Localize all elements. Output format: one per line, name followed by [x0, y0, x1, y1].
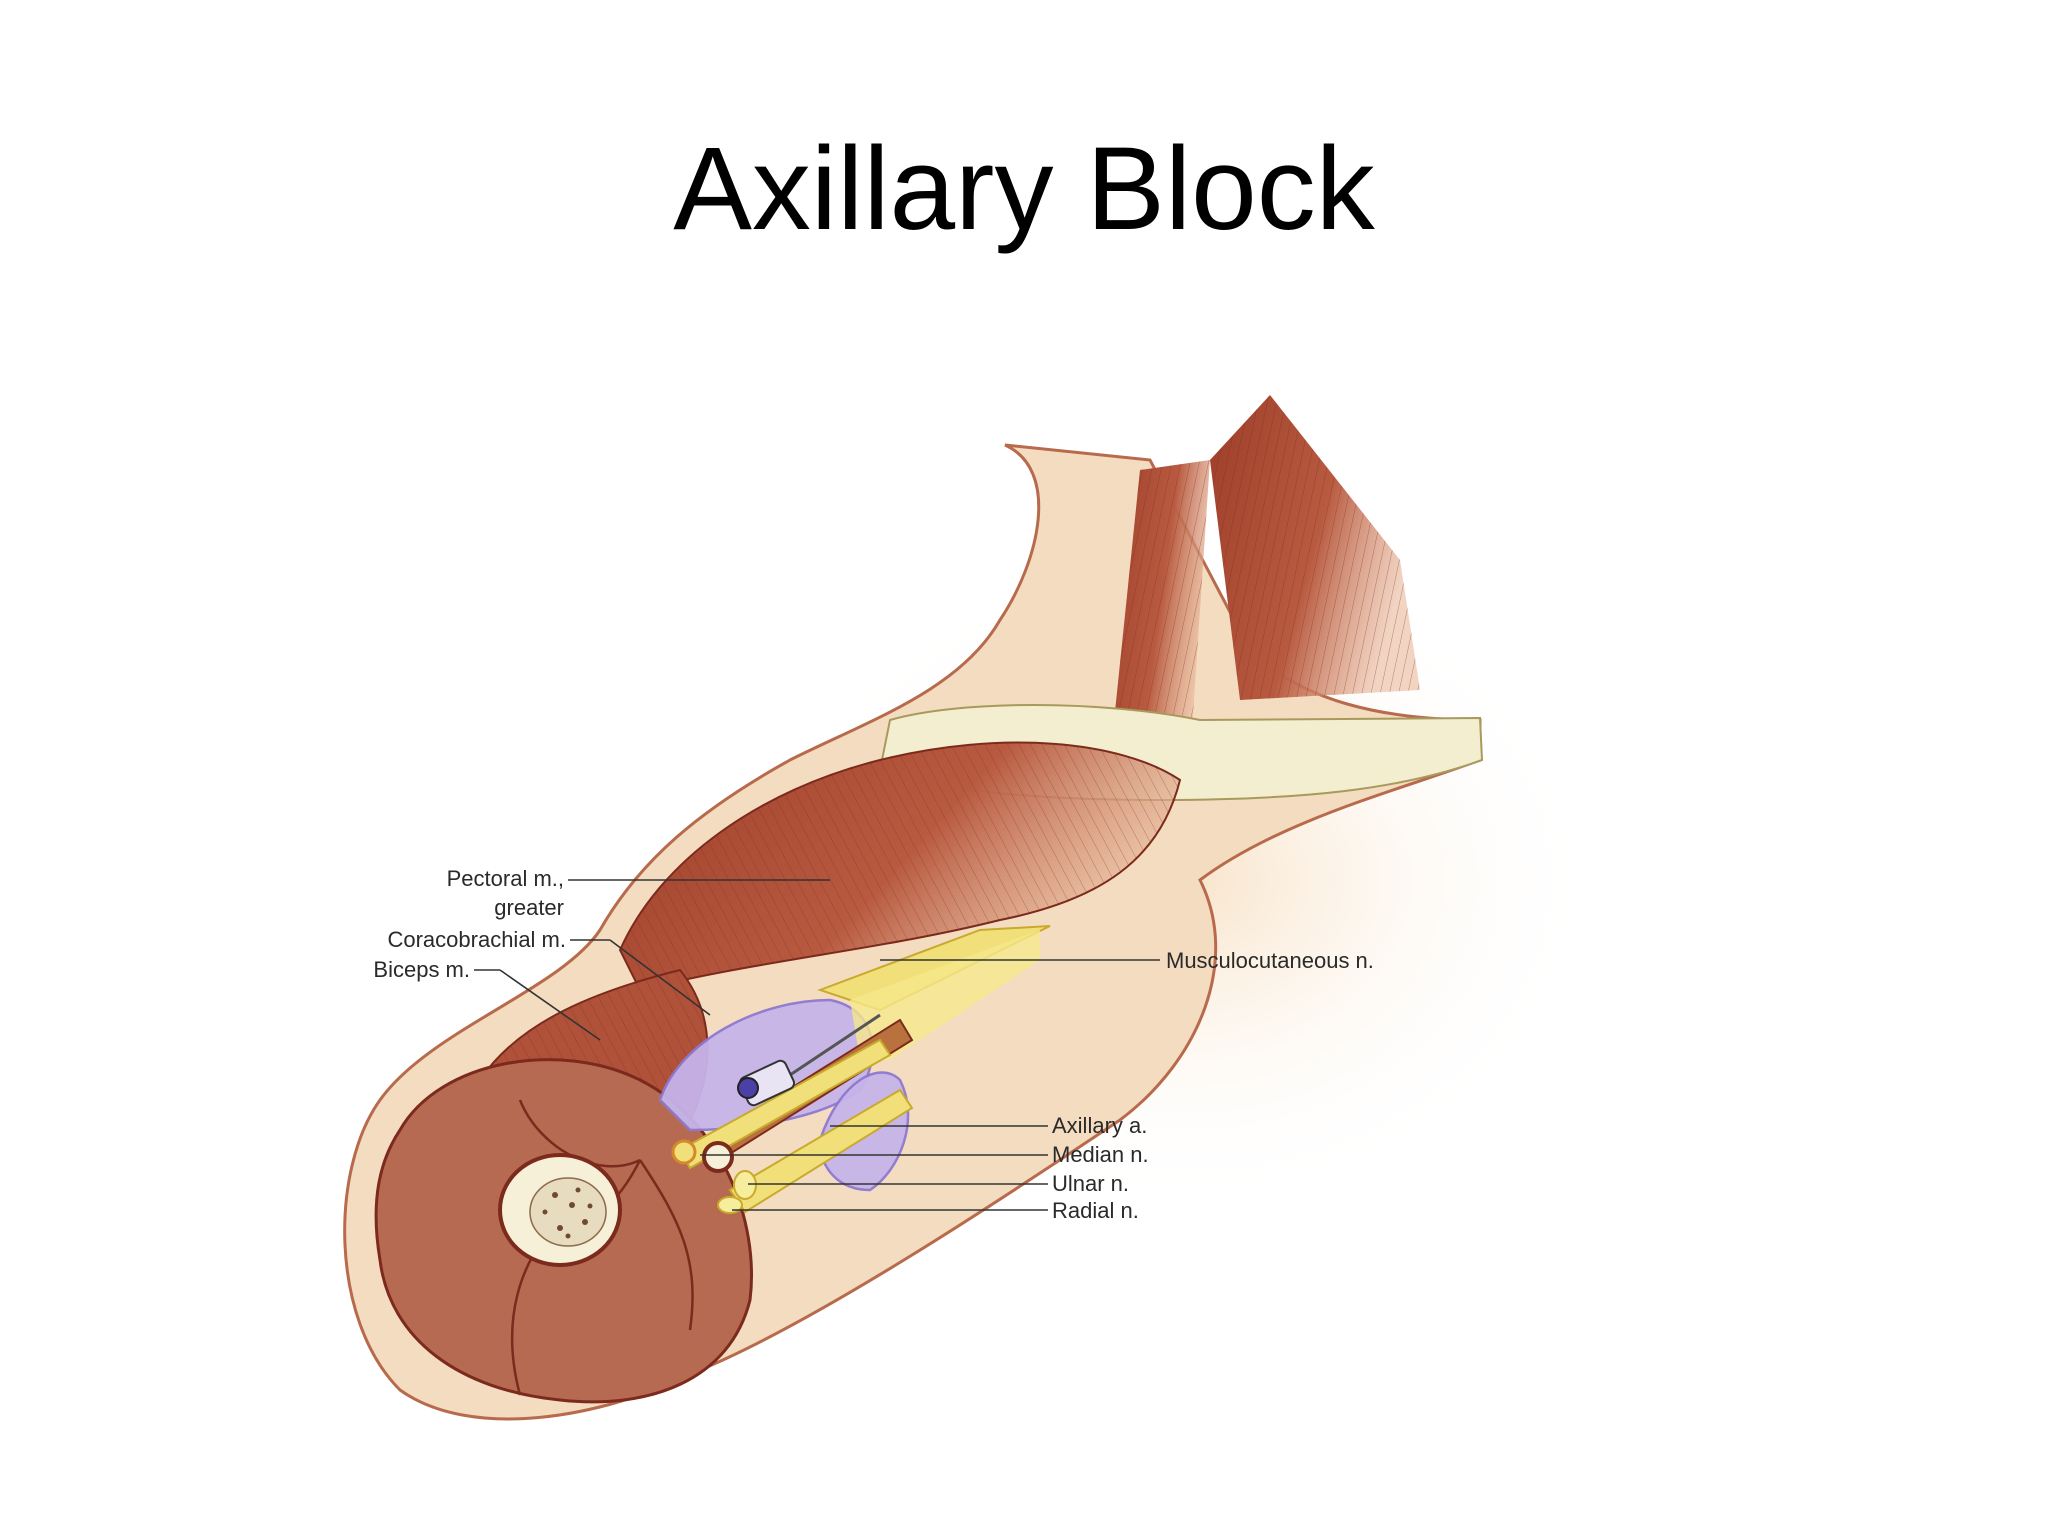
slide-title: Axillary Block: [673, 123, 1375, 255]
axillary-artery-section: [702, 1141, 734, 1173]
label-radial-nerve: Radial n.: [1052, 1198, 1139, 1223]
radial-nerve-section: [717, 1196, 743, 1214]
label-coracobrachial: Coracobrachial m.: [387, 927, 566, 952]
ulnar-nerve-section: [733, 1170, 757, 1200]
needle-shaft: [789, 1013, 881, 1077]
label-biceps: Biceps m.: [373, 957, 470, 982]
label-ulnar-nerve: Ulnar n.: [1052, 1171, 1129, 1196]
marrow-speckles: [542, 1187, 593, 1239]
label-pectoral-line2: greater: [494, 895, 564, 920]
median-nerve-section: [671, 1139, 697, 1165]
needle-hub-cap: [737, 1077, 759, 1099]
label-pectoral-line1: Pectoral m.,: [447, 866, 564, 891]
pectoral-muscle-fibers: [620, 742, 1180, 990]
humerus-marrow: [529, 1177, 607, 1247]
leader-lines: [474, 879, 1160, 1211]
label-musculocutaneous: Musculocutaneous n.: [1166, 948, 1374, 973]
upper-muscle-band-left-fibers: [1110, 460, 1210, 760]
label-axillary-artery: Axillary a.: [1052, 1113, 1147, 1138]
label-median-nerve: Median n.: [1052, 1142, 1149, 1167]
upper-muscle-band-right-fibers: [1210, 395, 1420, 700]
